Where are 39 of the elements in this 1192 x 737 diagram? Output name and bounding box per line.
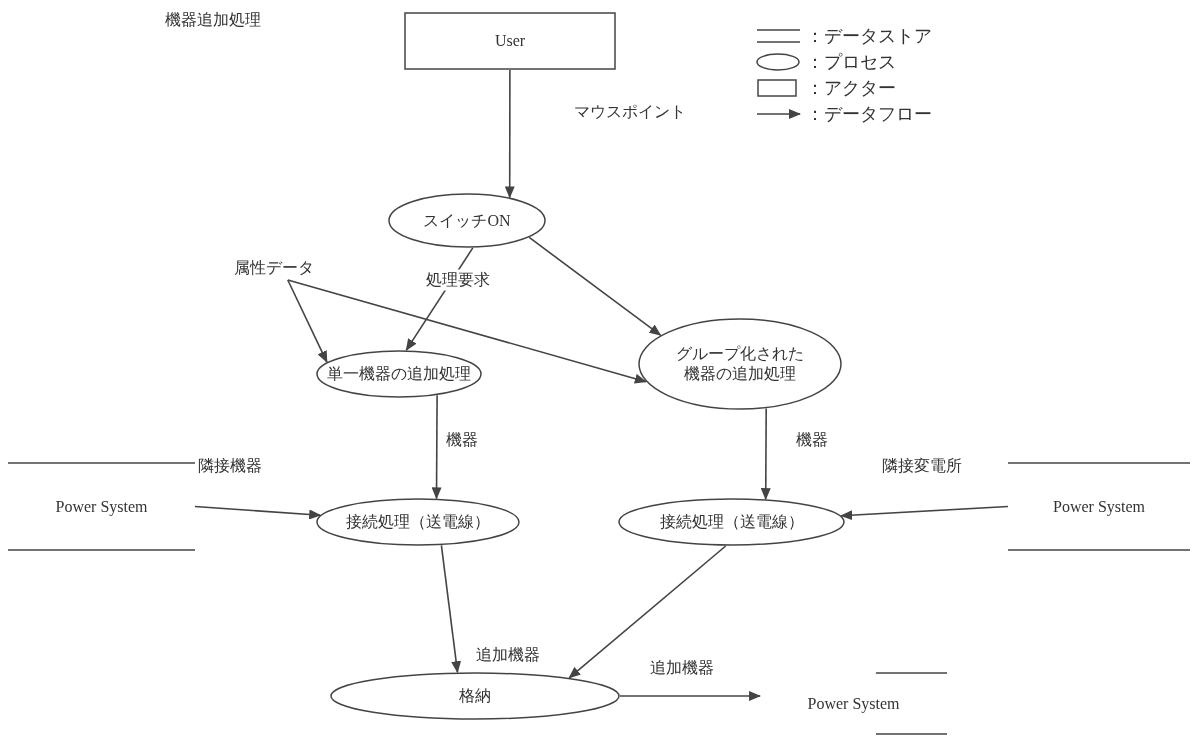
arrow xyxy=(568,545,727,679)
edge-label: 隣接変電所 xyxy=(880,455,964,477)
arrow xyxy=(504,69,515,199)
edge-label: 隣接機器 xyxy=(196,455,264,477)
node-text: Power System xyxy=(55,496,148,517)
node-text: グループ化された機器の追加処理 xyxy=(675,344,805,384)
arrow xyxy=(528,236,662,336)
node-text: スイッチON xyxy=(423,210,511,231)
node-text: 格納 xyxy=(459,686,491,706)
arrow xyxy=(194,505,322,520)
process-ellipse xyxy=(316,350,482,398)
process-ellipse xyxy=(330,672,620,720)
process-ellipse xyxy=(388,193,546,248)
legend-text: ：プロセス xyxy=(806,51,896,74)
node-text: User xyxy=(494,31,526,51)
arrow xyxy=(287,279,328,363)
arrow xyxy=(431,394,442,500)
node-text: 単一機器の追加処理 xyxy=(327,364,471,384)
edge-label: 処理要求 xyxy=(424,269,492,291)
actor-box xyxy=(404,12,616,70)
node-text: Power System xyxy=(1053,496,1145,517)
data-store xyxy=(1008,462,1190,551)
arrow xyxy=(760,407,771,501)
data-label: 属性データ xyxy=(234,258,314,278)
arrow xyxy=(840,505,1009,521)
legend-text: ：データフロー xyxy=(806,103,932,126)
arrow xyxy=(440,544,462,674)
node-text: 接続処理（送電線） xyxy=(659,512,804,532)
process-ellipse xyxy=(316,498,520,546)
process-ellipse xyxy=(638,318,842,410)
arrow xyxy=(619,691,761,701)
node-text: 接続処理（送電線） xyxy=(346,512,490,532)
process-ellipse xyxy=(618,498,845,546)
diagram-title: 機器追加処理 xyxy=(165,10,261,30)
data-store xyxy=(8,462,195,551)
node-text: Power System xyxy=(807,693,900,714)
legend-text: ：データストア xyxy=(806,25,932,48)
legend-text: ：アクター xyxy=(806,77,896,100)
arrow xyxy=(287,279,647,384)
